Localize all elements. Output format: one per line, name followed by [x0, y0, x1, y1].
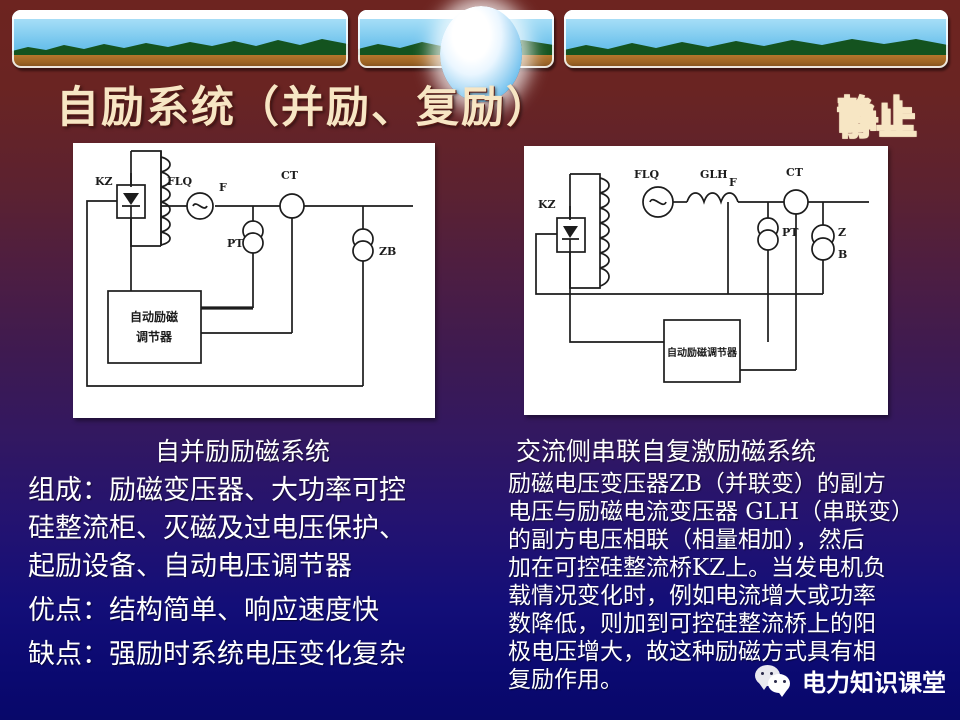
label-ct: CT: [281, 169, 299, 182]
corner-tag-label: 静止: [836, 92, 915, 138]
diagram-self-shunt-excitation: KZ FLQ F PT CT ZB: [73, 143, 435, 418]
right-body-line-8: 复励作用。: [508, 667, 623, 693]
strip-hills: [564, 39, 948, 57]
landscape-strip-right: [564, 10, 948, 68]
wechat-eye: [761, 672, 764, 675]
diagram-series-self-compound-excitation: KZ FLQ GLH F PT CT: [524, 146, 888, 415]
strip-ground: [564, 55, 948, 68]
landscape-strip-left: [12, 10, 348, 68]
right-body-line-2: 电压与励磁电流变压器 GLH（串联变）: [508, 499, 915, 525]
left-body-line-1: 组成：励磁变压器、大功率可控: [28, 475, 406, 506]
right-panel-caption: 交流侧串联自复激励磁系统: [516, 437, 817, 466]
right-body-line-7: 极电压增大，故这种励磁方式具有相: [508, 639, 876, 665]
strip-snowcap: [12, 10, 348, 19]
diagram-left-svg: KZ FLQ F PT CT ZB: [86, 150, 413, 387]
diagram-right-svg: KZ FLQ GLH F PT CT: [535, 166, 869, 383]
label-flq: FLQ: [634, 168, 660, 181]
right-body-line-1: 励磁电压变压器ZB（并联变）的副方: [508, 471, 886, 497]
wechat-eye: [783, 680, 786, 683]
wechat-eye: [774, 680, 777, 683]
left-body-line-2: 硅整流柜、灭磁及过电压保护、: [28, 513, 406, 544]
strip-snowcap: [564, 10, 948, 19]
label-z: Z: [838, 226, 846, 239]
left-panel-body: 组成：励磁变压器、大功率可控 硅整流柜、灭磁及过电压保护、 起励设备、自动电压调…: [28, 472, 498, 674]
label-kz: KZ: [95, 175, 113, 188]
label-zb: ZB: [379, 245, 396, 258]
right-body-line-6: 数降低，则加到可控硅整流桥上的阳: [508, 611, 876, 637]
orb-highlight: [468, 19, 490, 57]
left-panel-caption: 自并励励磁系统: [155, 437, 331, 466]
label-flq: FLQ: [167, 175, 193, 188]
label-regulator-line2: 调节器: [136, 329, 173, 344]
strip-hills: [12, 39, 348, 57]
page-title: 自励系统（并励、复励）: [56, 83, 551, 133]
right-body-line-3: 的副方电压相联（相量相加），然后: [508, 527, 865, 553]
wechat-bubble-front: [768, 674, 790, 697]
decorative-banner-row: [0, 6, 960, 102]
label-glh: GLH: [700, 168, 728, 181]
label-regulator: 自动励磁调节器: [667, 346, 738, 359]
wechat-icon: [755, 665, 793, 697]
left-body-line-5: 缺点：强励时系统电压变化复杂: [28, 639, 406, 670]
strip-ground: [12, 55, 348, 68]
label-kz: KZ: [538, 198, 556, 211]
label-ct: CT: [786, 166, 804, 179]
left-body-line-4: 优点：结构简单、响应速度快: [28, 595, 379, 626]
label-pt: PT: [782, 226, 799, 239]
right-panel-body: 励磁电压变压器ZB（并联变）的副方 电压与励磁电流变压器 GLH（串联变） 的副…: [508, 470, 960, 694]
right-body-line-5: 载情况变化时，例如电流增大或功率: [508, 583, 876, 609]
wechat-eye: [770, 672, 773, 675]
corner-tag-shadow-layer: 静止: [839, 98, 918, 144]
label-pt: PT: [227, 237, 244, 250]
watermark-label: 电力知识课堂: [802, 668, 946, 697]
corner-status-tag: 静止 静止: [816, 84, 936, 144]
label-f: F: [729, 176, 737, 189]
label-f: F: [219, 181, 227, 194]
watermark: 电力知识课堂: [755, 660, 946, 700]
right-body-line-4: 加在可控硅整流桥KZ上。当发电机负: [508, 555, 887, 581]
label-b: B: [838, 248, 847, 261]
label-regulator-line1: 自动励磁: [130, 309, 178, 324]
glowing-sphere-icon: [440, 6, 522, 102]
left-body-line-3: 起励设备、自动电压调节器: [28, 551, 352, 582]
